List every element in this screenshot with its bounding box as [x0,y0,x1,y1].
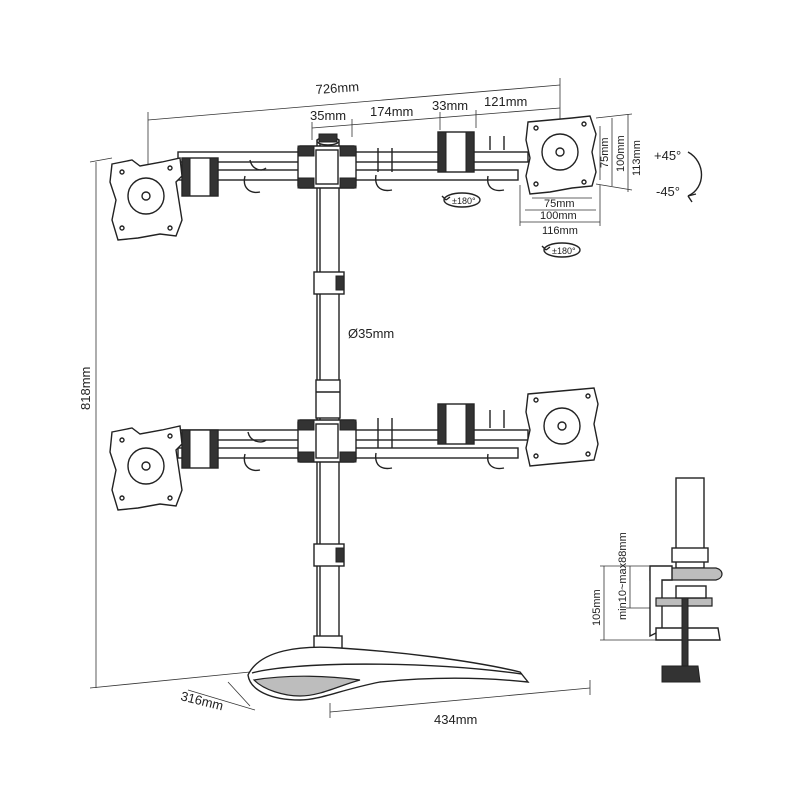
plate-width-label: 116mm [542,225,578,237]
vesa-75-horizontal-label: 75mm [544,198,575,210]
pole-collars [313,271,345,567]
lower-center-clamp [297,419,357,463]
vesa-100-vertical-label: 100mm [615,135,627,172]
vesa-plate-lower-right [525,387,599,467]
total-height-label: 818mm [78,367,93,410]
arm-clamp-right-label: 33mm [432,98,468,113]
upper-center-clamp [297,145,357,189]
clamp-height-label: 105mm [591,589,603,626]
tilt-down-label: -45° [656,184,680,199]
vesa-plate-upper-left [109,157,183,241]
total-width-label: 726mm [315,79,359,97]
dimension-labels: 726mm 35mm 174mm 33mm 121mm 75mm 100mm 1… [78,79,643,727]
base-width-label: 434mm [434,712,477,727]
vesa-75-vertical-label: 75mm [599,137,611,168]
plate-height-label: 113mm [631,140,643,176]
clamp-range-label: min10~max88mm [617,532,629,620]
swivel-icon-plate [541,242,581,258]
vesa-100-horizontal-label: 100mm [540,210,577,222]
dimension-lines [89,78,660,718]
base-depth-label: 316mm [179,688,225,713]
pole-diameter-label: Ø35mm [348,326,394,341]
swivel-label-plate: ±180° [552,246,576,256]
desk-clamp-inset [649,477,723,683]
swivel-label-arm: ±180° [452,196,476,206]
arm-clamp-left-label: 35mm [310,108,346,123]
swivel-icon-arm [441,192,481,208]
vesa-plate-lower-left [109,425,183,511]
vesa-plate-upper-right [525,115,597,195]
rotation-labels: ±180° ±180° +45° -45° [452,148,681,256]
arm-segment-label: 174mm [370,104,413,119]
tilt-up-label: +45° [654,148,681,163]
base [247,635,530,701]
arm-end-label: 121mm [484,94,527,109]
tilt-arrow-icon [687,151,703,203]
arm-elbow-joints [181,131,475,469]
